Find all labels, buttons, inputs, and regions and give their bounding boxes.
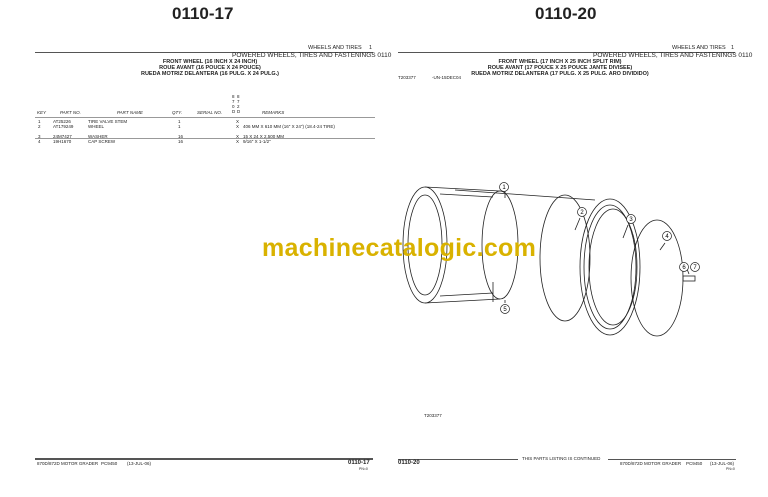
row-4-part-no: 19H1670 <box>53 139 72 144</box>
row-1-m2: X <box>236 119 240 124</box>
callout-1: 1 <box>502 185 506 191</box>
lock-ring <box>630 219 684 337</box>
row-3-key: 3 <box>38 134 41 139</box>
model-col-872d: 8 7 2 D <box>237 94 241 114</box>
side-ring <box>579 198 641 336</box>
row-4-key: 4 <box>38 139 41 144</box>
hdr-remarks: REMARKS <box>262 110 285 115</box>
row-1-key: 1 <box>38 119 41 124</box>
callout-circle-3 <box>626 214 636 224</box>
model-col-870d: 8 7 0 D <box>232 94 236 114</box>
left-section-num: 1 <box>369 45 373 51</box>
callout-2: 2 <box>580 210 584 216</box>
row-4-part-name: CAP SCREW <box>88 139 116 144</box>
callout-circle-7 <box>690 262 700 272</box>
callout-6: 6 <box>682 265 686 271</box>
row-3-part-no: 24M7427 <box>53 134 72 139</box>
row-3-remarks: 15 X 24 X 2.500 MM <box>243 134 285 139</box>
right-section-num: 1 <box>731 45 735 51</box>
row-3-qty: 16 <box>178 134 184 139</box>
hdr-part-no: PART NO. <box>60 110 81 115</box>
row-2-m2: X <box>236 124 240 129</box>
left-footer-sub: PN=0 <box>359 467 368 471</box>
left-footer-date: (13-JUL-06) <box>127 461 152 466</box>
row-2-part-name: WHEEL <box>88 124 105 129</box>
continued-note: THIS PARTS LISTING IS CONTINUED <box>522 456 601 461</box>
right-footer-model: 870D/872D MOTOR GRADER <box>620 461 682 466</box>
callout-5: 5 <box>503 307 507 313</box>
right-footer-pc: PC9450 <box>686 461 703 466</box>
watermark: machinecatalogic.com <box>262 234 537 262</box>
hdr-qty: QTY. <box>172 110 183 115</box>
fig-code: -UN-15DEC04 <box>432 75 462 80</box>
callout-circle-2 <box>577 207 587 217</box>
callout-circle-1 <box>499 182 509 192</box>
row-2-qty: 1 <box>178 124 181 129</box>
row-1-qty: 1 <box>178 119 181 124</box>
left-footer-page: 0110-17 <box>348 460 370 466</box>
row-4-m2: X <box>236 139 240 144</box>
right-footer-sub: PN=0 <box>726 467 735 471</box>
left-section: WHEELS AND TIRES <box>308 45 362 51</box>
wheel-exploded-diagram: 1 2 3 4 6 7 5 <box>402 182 700 337</box>
fig-caption: T203377 <box>424 413 442 418</box>
right-footer-date: (13-JUL-06) <box>710 461 735 466</box>
callout-4: 4 <box>665 234 669 240</box>
fig-ref: T203377 <box>398 75 416 80</box>
row-1-part-name: TIRE VALVE STEM <box>88 119 128 124</box>
left-footer-pc: PC9450 <box>101 461 118 466</box>
row-3-m2: X <box>236 134 240 139</box>
hdr-serial: SERIAL NO. <box>197 110 223 115</box>
right-section: WHEELS AND TIRES <box>672 45 726 51</box>
hdr-key: KEY <box>37 110 47 115</box>
right-group: POWERED WHEELS, TIRES AND FASTENINGS 011… <box>593 52 753 59</box>
o-ring <box>539 194 591 322</box>
left-page-number: 0110-17 <box>172 4 234 23</box>
right-footer-page: 0110-20 <box>398 460 420 466</box>
callout-circle-6 <box>679 262 689 272</box>
left-group: POWERED WHEELS, TIRES AND FASTENINGS 011… <box>232 52 392 59</box>
callout-circle-4 <box>662 231 672 241</box>
cap-screw <box>682 275 696 282</box>
right-titles: FRONT WHEEL (17 INCH X 25 INCH SPLIT RIM… <box>471 59 649 77</box>
row-3-part-name: WASHER <box>88 134 108 139</box>
left-titles: FRONT WHEEL (16 INCH X 24 INCH)ROUE AVAN… <box>140 59 280 77</box>
callout-7: 7 <box>693 265 697 271</box>
callout-circle-5 <box>500 304 510 314</box>
row-1-part-no: AT25226 <box>53 119 71 124</box>
row-4-qty: 16 <box>178 139 184 144</box>
row-2-key: 2 <box>38 124 41 129</box>
left-footer-model: 870D/872D MOTOR GRADER <box>37 461 99 466</box>
hdr-part-name: PART NAME <box>117 110 143 115</box>
row-2-part-no: AT179249 <box>53 124 74 129</box>
row-4-remarks: 9/16" X 1-1/2" <box>243 139 271 144</box>
callout-3: 3 <box>629 217 633 223</box>
right-page-number: 0110-20 <box>535 4 597 23</box>
row-2-remarks: 406 MM X 610 MM (16" X 24") (18.4-24 TIR… <box>243 124 335 129</box>
